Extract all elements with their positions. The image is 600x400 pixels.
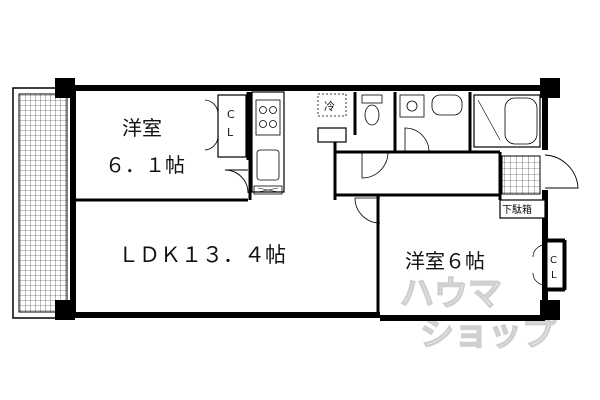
- western-room-right-label: 洋室６帖: [405, 249, 485, 273]
- watermark: ハウマ ショップ: [399, 273, 556, 354]
- western-room-left-name: 洋室: [122, 116, 162, 140]
- closet-right-label-1: C: [550, 255, 557, 266]
- front-door: [544, 154, 579, 189]
- entrance-tiles: [501, 155, 541, 195]
- door-right-room: [354, 197, 381, 224]
- toilet: [361, 94, 383, 126]
- stove-burner-4: [269, 120, 277, 128]
- ldk-label: ＬＤＫ１３．４帖: [118, 243, 286, 267]
- watermark-line1: ハウマ: [400, 274, 502, 314]
- kitchen-sink: [256, 149, 280, 181]
- kitchen: [251, 91, 285, 195]
- fridge-label: 冷: [324, 100, 335, 113]
- bathtub: [473, 94, 541, 148]
- washbasin: [399, 94, 463, 118]
- closet-right-label-2: L: [551, 270, 557, 281]
- door-washroom: [404, 127, 430, 153]
- washer-space: [317, 127, 347, 143]
- door-toilet: [361, 151, 389, 179]
- closet-right: C L: [532, 241, 564, 289]
- structural-columns: [55, 78, 560, 320]
- refrigerator: 冷: [317, 93, 347, 117]
- door-left-room: [224, 169, 249, 194]
- stove-burner-1: [259, 106, 267, 114]
- shoe-box: 下駄箱: [499, 199, 546, 219]
- shoe-box-label: 下駄箱: [502, 203, 532, 216]
- closet-top: C L: [204, 94, 247, 158]
- closet-top-label-2: L: [227, 126, 234, 139]
- balcony: [12, 87, 74, 319]
- closet-top-label-1: C: [227, 108, 235, 121]
- western-room-left-size: ６．１帖: [105, 153, 185, 177]
- stove-burner-2: [269, 106, 277, 114]
- stove-burner-3: [259, 120, 267, 128]
